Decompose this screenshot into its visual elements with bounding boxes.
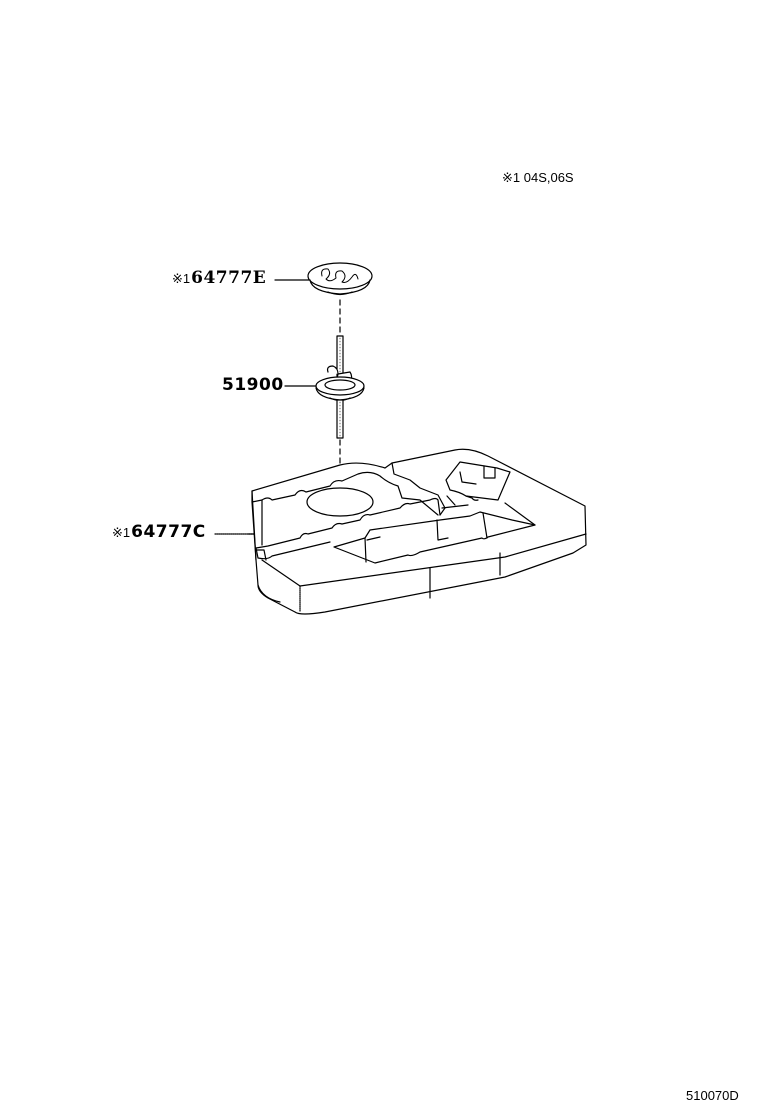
applicability-note: ※1 04S,06S bbox=[502, 170, 574, 185]
illustration-code: 510070D bbox=[686, 1088, 739, 1103]
callout-mark: ※1 bbox=[112, 525, 131, 540]
leader-lines bbox=[214, 279, 321, 535]
part-number-label[interactable]: 64777C bbox=[131, 522, 206, 542]
clamp-bolt-part[interactable] bbox=[315, 335, 365, 439]
part-number-label[interactable]: 64777E bbox=[191, 268, 267, 288]
callout-mark: ※1 bbox=[172, 271, 191, 286]
callout-64777c[interactable]: ※1 64777C bbox=[112, 522, 206, 542]
luggage-tray-part[interactable] bbox=[251, 448, 587, 615]
callout-64777e[interactable]: ※1 64777E bbox=[172, 268, 266, 288]
callout-51900[interactable]: 51900 bbox=[222, 375, 284, 395]
cover-cap-part[interactable] bbox=[307, 262, 373, 296]
part-number-label[interactable]: 51900 bbox=[222, 375, 284, 395]
